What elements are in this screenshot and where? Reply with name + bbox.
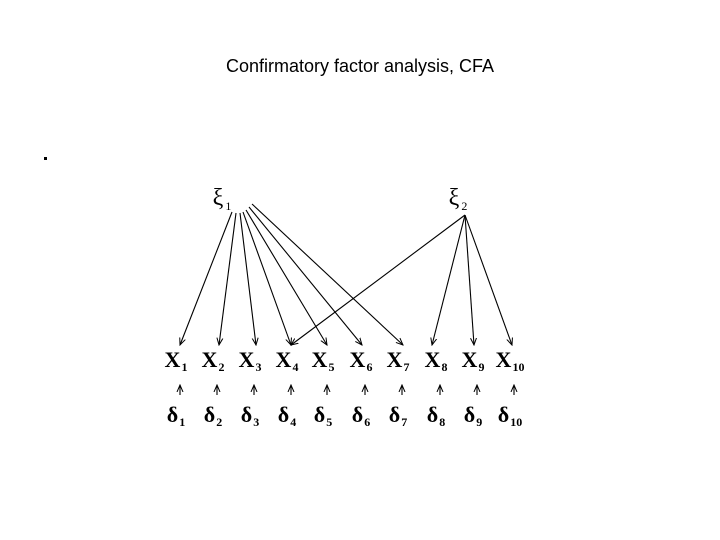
indicator-x-4-subscript: 4 [292, 360, 298, 374]
indicator-x-9-subscript: 9 [478, 360, 484, 374]
indicator-x-4: X4 [276, 347, 299, 374]
error-delta-4-symbol: δ [278, 402, 289, 427]
error-delta-3-symbol: δ [241, 402, 252, 427]
indicator-x-6-subscript: 6 [366, 360, 372, 374]
error-delta-8: δ8 [427, 402, 445, 429]
indicator-x-5-subscript: 5 [328, 360, 334, 374]
indicator-x-6: X6 [350, 347, 373, 374]
error-delta-1: δ1 [167, 402, 185, 429]
factor-xi-1-symbol: ξ [213, 185, 224, 211]
error-delta-2-symbol: δ [204, 402, 215, 427]
error-delta-10-subscript: 10 [510, 415, 522, 429]
loading-path-f1-x1 [180, 211, 233, 345]
error-delta-1-symbol: δ [167, 402, 178, 427]
indicator-x-1: X1 [165, 347, 188, 374]
indicator-x-7-subscript: 7 [403, 360, 409, 374]
slide-title: Confirmatory factor analysis, CFA [225, 56, 495, 76]
error-delta-9-symbol: δ [464, 402, 475, 427]
indicator-x-1-symbol: X [165, 347, 181, 372]
bullet-dot [44, 157, 47, 160]
error-delta-9-subscript: 9 [476, 415, 482, 429]
indicator-x-6-symbol: X [350, 347, 366, 372]
indicator-x-5-symbol: X [312, 347, 328, 372]
indicator-x-7-symbol: X [387, 347, 403, 372]
factor-xi-2-subscript: 2 [461, 199, 467, 213]
error-delta-1-subscript: 1 [179, 415, 185, 429]
error-delta-4-subscript: 4 [290, 415, 296, 429]
error-delta-10-symbol: δ [498, 402, 509, 427]
error-delta-4: δ4 [278, 402, 296, 429]
indicator-x-8: X8 [425, 347, 448, 374]
error-delta-6-symbol: δ [352, 402, 363, 427]
loading-path-f1-x6 [248, 206, 362, 345]
indicator-x-7: X7 [387, 347, 410, 374]
error-delta-3: δ3 [241, 402, 259, 429]
indicator-x-2: X2 [202, 347, 225, 374]
error-delta-6-subscript: 6 [364, 415, 370, 429]
error-delta-8-subscript: 8 [439, 415, 445, 429]
indicator-x-3-subscript: 3 [255, 360, 261, 374]
loading-path-f2-x9 [464, 214, 474, 345]
error-delta-2-subscript: 2 [216, 415, 222, 429]
factor-xi-1-subscript: 1 [225, 199, 231, 213]
indicator-x-5: X5 [312, 347, 335, 374]
error-delta-10: δ10 [498, 402, 522, 429]
indicator-x-4-symbol: X [276, 347, 292, 372]
loading-path-f1-x2 [219, 212, 237, 345]
indicator-x-2-symbol: X [202, 347, 218, 372]
error-delta-6: δ6 [352, 402, 370, 429]
indicator-x-3-symbol: X [239, 347, 255, 372]
indicator-x-10-subscript: 10 [512, 360, 524, 374]
indicator-x-2-subscript: 2 [218, 360, 224, 374]
indicator-x-10: X10 [496, 347, 525, 374]
loading-path-f2-x8 [432, 214, 466, 345]
indicator-x-10-symbol: X [496, 347, 512, 372]
error-delta-7-symbol: δ [389, 402, 400, 427]
error-delta-5: δ5 [314, 402, 332, 429]
error-delta-9: δ9 [464, 402, 482, 429]
error-delta-3-subscript: 3 [253, 415, 259, 429]
loading-path-f2-x10 [464, 214, 512, 345]
error-delta-5-symbol: δ [314, 402, 325, 427]
indicator-x-1-subscript: 1 [181, 360, 187, 374]
error-delta-7: δ7 [389, 402, 407, 429]
indicator-x-8-subscript: 8 [441, 360, 447, 374]
indicator-x-8-symbol: X [425, 347, 441, 372]
loading-path-f1-x5 [245, 209, 327, 345]
loading-path-f2-x4 [291, 214, 466, 345]
factor-xi-2-symbol: ξ [449, 185, 460, 211]
error-delta-2: δ2 [204, 402, 222, 429]
indicator-x-9-symbol: X [462, 347, 478, 372]
error-delta-5-subscript: 5 [326, 415, 332, 429]
error-delta-8-symbol: δ [427, 402, 438, 427]
indicator-x-9: X9 [462, 347, 485, 374]
loading-path-f1-x3 [239, 212, 256, 345]
indicator-x-3: X3 [239, 347, 262, 374]
loading-path-f1-x7 [251, 203, 403, 345]
loading-path-f1-x4 [242, 211, 291, 345]
error-delta-7-subscript: 7 [401, 415, 407, 429]
